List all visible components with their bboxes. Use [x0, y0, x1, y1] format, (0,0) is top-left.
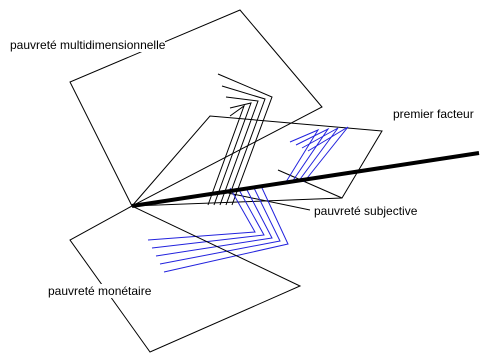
multidimensional-nested-lines	[207, 73, 273, 206]
subjective-blue-lines-upper	[285, 126, 349, 183]
first-factor-axis	[131, 151, 480, 208]
monetary-poverty-label: pauvreté monétaire	[48, 284, 152, 298]
multidimensional-poverty-shape	[69, 9, 323, 207]
central-projection-shape	[130, 115, 383, 207]
monetary-poverty-shape	[69, 205, 302, 353]
multidimensional-poverty-label: pauvreté multidimensionnelle	[10, 38, 166, 52]
subjective-blue-lines-lower	[147, 187, 289, 273]
subjective-poverty-label: pauvreté subjective	[314, 204, 418, 218]
first-factor-label: premier facteur	[393, 107, 474, 121]
